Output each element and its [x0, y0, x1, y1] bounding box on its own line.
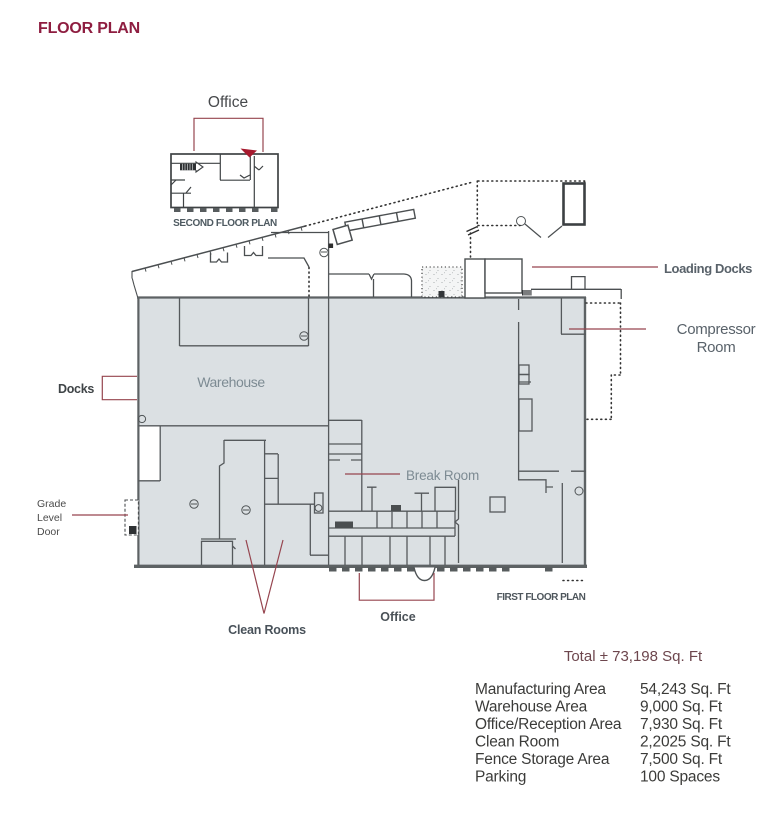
svg-text:7,930 Sq. Ft: 7,930 Sq. Ft	[640, 716, 723, 733]
svg-text:Fence Storage Area: Fence Storage Area	[475, 751, 610, 768]
svg-text:Clean Room: Clean Room	[475, 734, 559, 751]
svg-text:7,500 Sq. Ft: 7,500 Sq. Ft	[640, 751, 723, 768]
svg-text:Manufacturing Area: Manufacturing Area	[475, 681, 606, 698]
svg-text:Warehouse: Warehouse	[197, 374, 265, 390]
svg-text:FIRST FLOOR PLAN: FIRST FLOOR PLAN	[497, 592, 586, 603]
svg-text:Grade: Grade	[37, 498, 66, 510]
svg-text:SECOND FLOOR PLAN: SECOND FLOOR PLAN	[173, 218, 277, 229]
svg-text:Loading Docks: Loading Docks	[664, 261, 752, 276]
svg-text:2,2025 Sq. Ft: 2,2025 Sq. Ft	[640, 734, 731, 751]
svg-text:Room: Room	[697, 339, 736, 356]
svg-text:Total ± 73,198 Sq. Ft: Total ± 73,198 Sq. Ft	[564, 648, 703, 665]
svg-text:100 Spaces: 100 Spaces	[640, 769, 720, 786]
svg-text:Clean Rooms: Clean Rooms	[228, 623, 306, 637]
svg-text:FLOOR PLAN: FLOOR PLAN	[38, 20, 140, 37]
svg-text:Docks: Docks	[58, 382, 94, 396]
svg-text:Parking: Parking	[475, 769, 526, 786]
svg-text:Office: Office	[208, 94, 248, 111]
svg-text:Level: Level	[37, 512, 62, 524]
svg-text:Warehouse Area: Warehouse Area	[475, 699, 588, 716]
svg-text:Compressor: Compressor	[677, 321, 756, 338]
svg-text:9,000 Sq. Ft: 9,000 Sq. Ft	[640, 699, 723, 716]
svg-text:Door: Door	[37, 526, 60, 538]
svg-text:Office/Reception Area: Office/Reception Area	[475, 716, 622, 733]
svg-text:54,243 Sq. Ft: 54,243 Sq. Ft	[640, 681, 731, 698]
svg-text:Break Room: Break Room	[406, 468, 479, 483]
svg-text:Office: Office	[380, 610, 415, 624]
